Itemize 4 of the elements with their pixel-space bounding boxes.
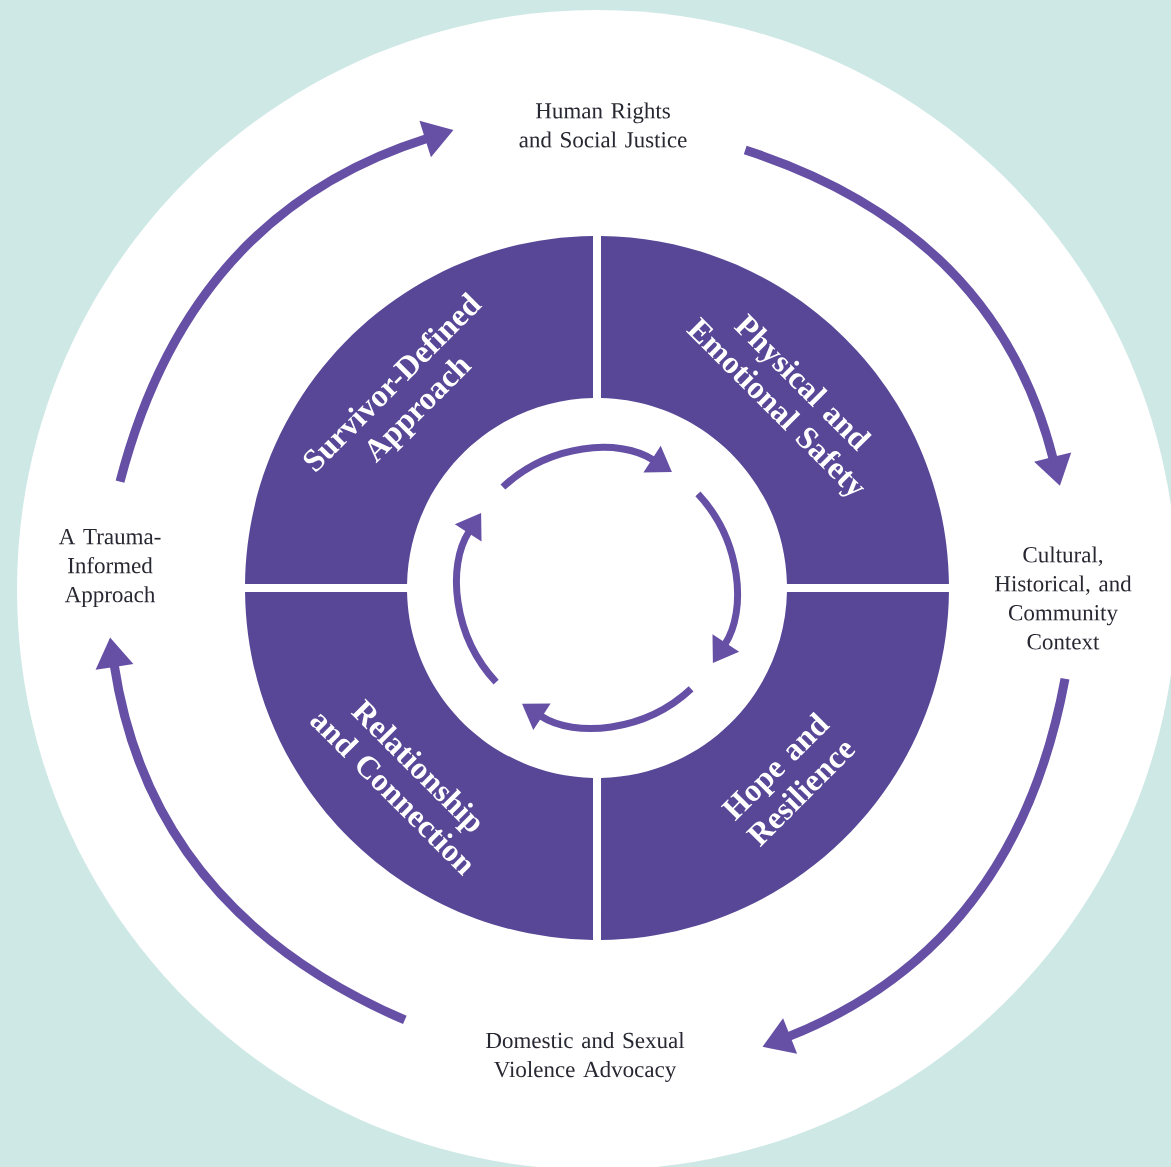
stage-label: A Trauma-Informed Approach bbox=[58, 528, 161, 607]
stage-label: Cultural, Historical, and Community Context bbox=[995, 546, 1132, 650]
stage-label: Domestic and Sexual Violence Advocacy bbox=[486, 1032, 685, 1082]
stage-label: Human Rights and Social Justice bbox=[519, 102, 687, 148]
